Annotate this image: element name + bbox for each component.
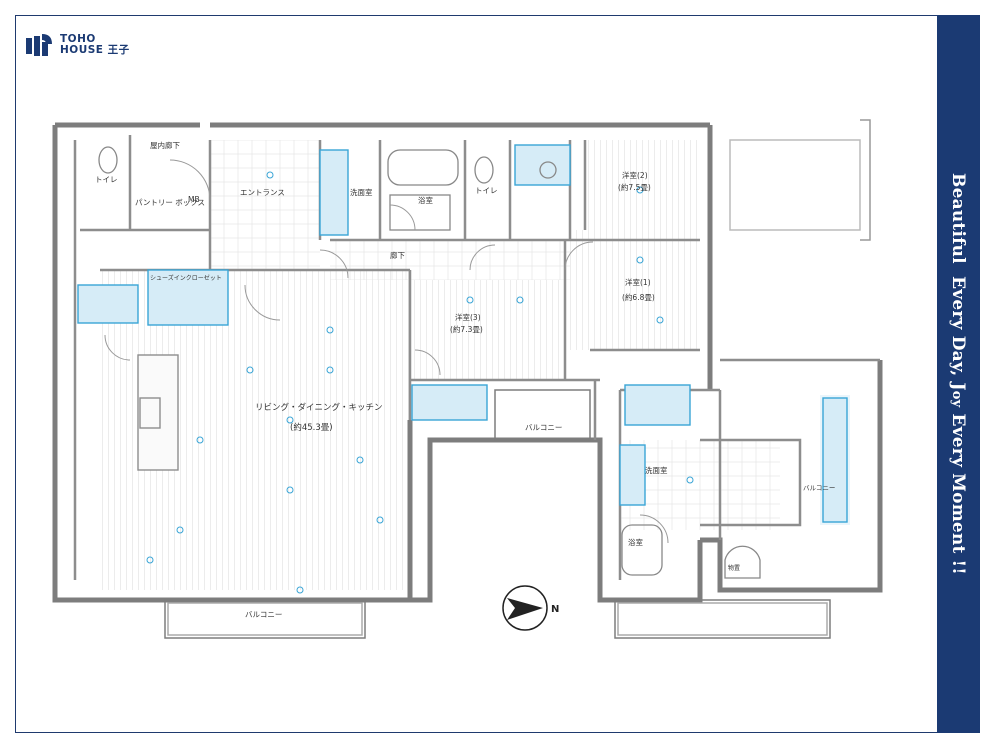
label-western1: 洋室(1) xyxy=(625,277,651,287)
label-wash2: 洗面室 xyxy=(645,465,668,475)
label-western2-size: (約7.5畳) xyxy=(618,182,651,192)
brand-logo: TOHO HOUSE 王子 xyxy=(24,30,130,60)
bath-fixtures xyxy=(98,146,761,579)
label-balcony-right: バルコニー xyxy=(803,484,835,492)
label-balcony-inner: バルコニー xyxy=(525,423,562,432)
brand-name: TOHO HOUSE 王子 xyxy=(60,34,130,56)
compass-label: N xyxy=(551,604,559,615)
label-entrance: エントランス xyxy=(240,188,285,197)
label-western2: 洋室(2) xyxy=(622,170,648,180)
label-balcony-bottom: バルコニー xyxy=(245,610,282,619)
label-ldk-size: (約45.3畳) xyxy=(290,422,333,433)
label-storage: 物置 xyxy=(728,564,740,572)
toho-logo-icon xyxy=(26,34,52,56)
fixtures xyxy=(77,144,848,523)
room-labels: 屋内廊下 エントランス トイレ トイレ パントリー ボックス MB 洗面室 浴室… xyxy=(95,140,835,619)
brand-line1: TOHO xyxy=(60,33,96,45)
label-closet: 屋内廊下 xyxy=(150,140,180,150)
label-western3: 洋室(3) xyxy=(455,312,481,322)
compass-icon: N xyxy=(502,585,559,631)
label-ldk: リビング・ダイニング・キッチン xyxy=(255,402,383,413)
label-pantry-box: パントリー ボックス xyxy=(135,198,205,207)
label-western1-size: (約6.8畳) xyxy=(622,292,655,302)
label-shoes-cl: シューズインクローゼット xyxy=(150,274,222,282)
balconies xyxy=(164,119,871,639)
label-western3-size: (約7.3畳) xyxy=(450,324,483,334)
label-hall: 廊下 xyxy=(390,250,405,260)
label-bath2: 浴室 xyxy=(628,537,643,547)
label-bath: 浴室 xyxy=(418,195,433,205)
doors xyxy=(104,159,669,544)
label-washroom: 洗面室 xyxy=(350,187,373,197)
light-points xyxy=(146,171,694,594)
brand-line2: HOUSE 王子 xyxy=(60,44,130,56)
label-toilet1: トイレ xyxy=(95,175,118,184)
label-toilet2: トイレ xyxy=(475,186,498,195)
floor-fill xyxy=(100,140,850,590)
label-mb: MB xyxy=(188,195,200,204)
side-band xyxy=(937,15,980,733)
